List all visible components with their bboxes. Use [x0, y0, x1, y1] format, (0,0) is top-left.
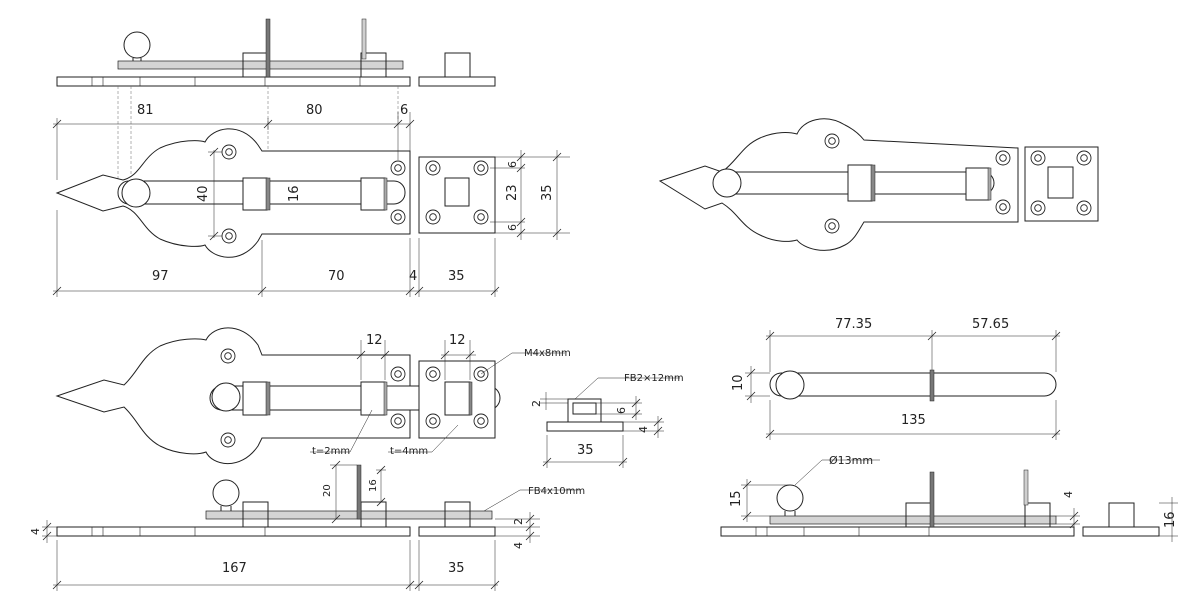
dim-35-detail: 35: [577, 443, 594, 458]
knob-side: [123, 31, 151, 59]
dim-6b: 6: [506, 224, 519, 231]
screw-icon: [1076, 150, 1092, 166]
bolt-detail: 77.35 57.65 10 135: [731, 317, 1061, 440]
dim-4: 4: [409, 269, 417, 284]
label-t4: t=4mm: [390, 446, 428, 457]
screw-icon: [1076, 200, 1092, 216]
screw-icon: [220, 432, 236, 448]
screw-icon: [390, 413, 406, 429]
top-left-side-view: [56, 18, 496, 87]
dim-6-detail: 6: [615, 407, 628, 414]
keeper-slot: [444, 177, 470, 207]
screw-icon: [425, 209, 441, 225]
right-side-view: Ø13mm 15 4 16: [720, 454, 1178, 542]
label-screw: M4x8mm: [524, 348, 571, 359]
knob-2: [712, 168, 742, 198]
dim-6: 6: [400, 103, 408, 118]
handle-stem: [265, 18, 271, 78]
screw-icon: [995, 199, 1011, 215]
dim-2-detail: 2: [530, 400, 543, 407]
screw-icon: [425, 160, 441, 176]
keeper-plate-side: [418, 76, 496, 87]
dim-23: 23: [505, 184, 520, 201]
dim-4-left: 4: [29, 528, 42, 535]
screw-icon: [473, 413, 489, 429]
top-right-front-view: [658, 118, 1099, 251]
dim-135: 135: [901, 413, 926, 428]
dim-40: 40: [196, 185, 211, 202]
dim-12b: 12: [449, 333, 466, 348]
knob: [121, 178, 151, 208]
dim-35: 35: [448, 269, 465, 284]
dim-16-side: 16: [368, 479, 379, 492]
bolt-guide-1: [242, 177, 268, 211]
label-knob: Ø13mm: [829, 454, 873, 467]
dim-80: 80: [306, 103, 323, 118]
dim-6a: 6: [506, 161, 519, 168]
dim-10: 10: [731, 374, 746, 391]
screw-icon: [220, 348, 236, 364]
top-left-front-view: [55, 128, 496, 258]
dim-35-vertical: 35: [540, 184, 555, 201]
screw-icon: [425, 413, 441, 429]
screw-icon: [824, 218, 840, 234]
bolt-bar-side: [117, 60, 404, 70]
screw-icon: [425, 366, 441, 382]
label-fb2: FB2×12mm: [624, 373, 684, 384]
dim-4-detail: 4: [637, 426, 650, 433]
screw-icon: [1030, 200, 1046, 216]
bottom-left-side-view: 20 16 FB4x10mm 4 2 4 167 35: [29, 460, 585, 591]
label-flatbar: FB4x10mm: [528, 486, 585, 497]
screw-icon: [390, 160, 406, 176]
dim-57-65: 57.65: [972, 317, 1009, 332]
keeper-detail: FB2×12mm 2 6 4 35: [530, 373, 684, 468]
screw-icon: [1030, 150, 1046, 166]
screw-icon: [390, 366, 406, 382]
dim-70: 70: [328, 269, 345, 284]
dim-15: 15: [729, 490, 744, 507]
base-plate-side: [56, 76, 411, 87]
screw-icon: [221, 144, 237, 160]
dim-167: 167: [222, 561, 247, 576]
dim-2-right: 2: [512, 518, 525, 525]
screw-icon: [473, 209, 489, 225]
dim-81: 81: [137, 103, 154, 118]
dim-12a: 12: [366, 333, 383, 348]
top-left-dimensions: 81 80 6 40 16 6 23 6 35 97 70 4 35: [52, 103, 570, 297]
label-t2: t=2mm: [312, 446, 350, 457]
screw-icon: [824, 133, 840, 149]
projection-lines: [117, 86, 399, 188]
keeper-side: [444, 52, 471, 78]
dim-35-bottom: 35: [448, 561, 465, 576]
dim-16-right: 16: [1163, 511, 1178, 528]
dim-97: 97: [152, 269, 169, 284]
screw-icon: [473, 160, 489, 176]
dim-20: 20: [322, 484, 333, 497]
screw-icon: [995, 150, 1011, 166]
bolt-guide-2: [360, 177, 386, 211]
dim-77-35: 77.35: [835, 317, 872, 332]
dim-4-right-side: 4: [1062, 491, 1075, 498]
screw-icon: [221, 228, 237, 244]
dim-16: 16: [287, 185, 302, 202]
bottom-left-front-view: 12 12 M4x8mm t=2mm t=4mm: [55, 327, 571, 464]
screw-icon: [390, 209, 406, 225]
dim-4-right: 4: [512, 542, 525, 549]
